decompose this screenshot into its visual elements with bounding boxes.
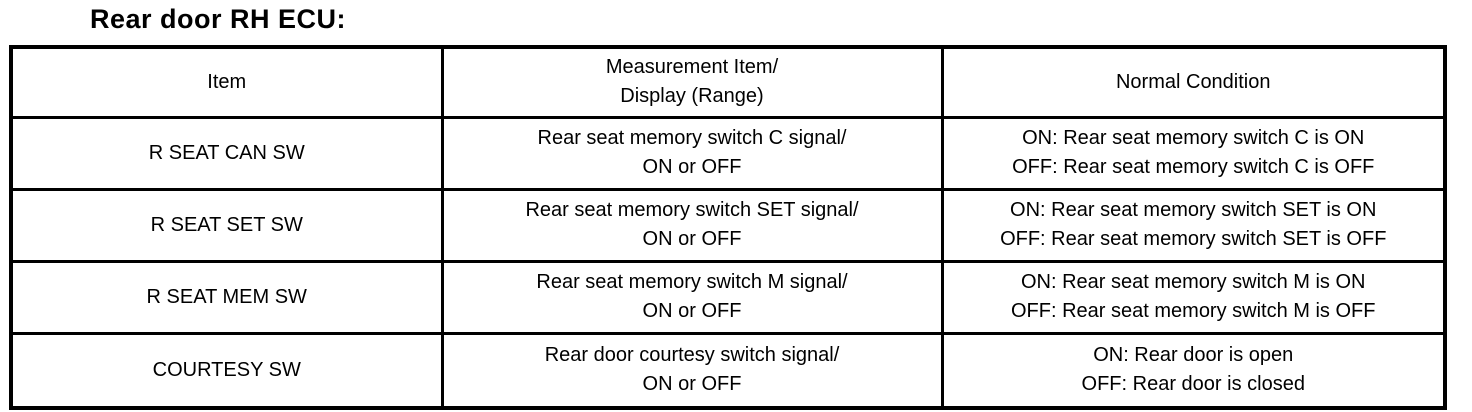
column-header-item: Item	[9, 45, 444, 119]
normal-condition-on: ON: Rear seat memory switch SET is ON	[1010, 199, 1377, 221]
item-label: R SEAT MEM SW	[146, 285, 307, 308]
measurement-cell: Rear seat memory switch C signal/ ON or …	[440, 115, 944, 191]
table-row: R SEAT CAN SW Rear seat memory switch C …	[9, 115, 1447, 191]
column-header-measurement: Measurement Item/ Display (Range)	[440, 45, 944, 119]
measurement-signal: Rear seat memory switch SET signal/	[525, 199, 859, 221]
normal-condition-off: OFF: Rear seat memory switch C is OFF	[1012, 156, 1375, 178]
normal-condition-off: OFF: Rear seat memory switch M is OFF	[1011, 300, 1376, 322]
measurement-cell: Rear seat memory switch M signal/ ON or …	[440, 259, 944, 335]
item-label: COURTESY SW	[152, 358, 301, 381]
item-cell: COURTESY SW	[9, 331, 444, 410]
measurement-range: ON or OFF	[642, 300, 742, 322]
item-label: R SEAT CAN SW	[148, 141, 305, 164]
measurement-cell: Rear seat memory switch SET signal/ ON o…	[440, 187, 944, 263]
normal-condition-cell: ON: Rear seat memory switch M is ON OFF:…	[940, 259, 1447, 335]
item-cell: R SEAT SET SW	[9, 187, 444, 263]
measurement-range: ON or OFF	[642, 373, 742, 396]
normal-condition-off: OFF: Rear seat memory switch SET is OFF	[1000, 228, 1387, 250]
measurement-signal: Rear seat memory switch M signal/	[536, 271, 848, 293]
item-label: R SEAT SET SW	[150, 213, 303, 236]
measurement-range: ON or OFF	[642, 156, 742, 178]
column-header-normal-condition-label: Normal Condition	[1115, 70, 1271, 93]
measurement-cell: Rear door courtesy switch signal/ ON or …	[440, 331, 944, 410]
page-title: Rear door RH ECU:	[90, 4, 347, 34]
normal-condition-on: ON: Rear door is open	[1093, 344, 1294, 367]
column-header-item-label: Item	[207, 70, 247, 93]
column-header-normal-condition: Normal Condition	[940, 45, 1447, 119]
table-row: COURTESY SW Rear door courtesy switch si…	[9, 331, 1447, 410]
table-row: R SEAT SET SW Rear seat memory switch SE…	[9, 187, 1447, 263]
item-cell: R SEAT CAN SW	[9, 115, 444, 191]
normal-condition-cell: ON: Rear seat memory switch SET is ON OF…	[940, 187, 1447, 263]
item-cell: R SEAT MEM SW	[9, 259, 444, 335]
measurement-signal: Rear door courtesy switch signal/	[544, 344, 840, 367]
normal-condition-on: ON: Rear seat memory switch M is ON	[1020, 271, 1366, 293]
measurement-range: ON or OFF	[642, 228, 742, 250]
measurement-signal: Rear seat memory switch C signal/	[537, 127, 847, 149]
normal-condition-cell: ON: Rear door is open OFF: Rear door is …	[940, 331, 1447, 410]
normal-condition-off: OFF: Rear door is closed	[1081, 373, 1305, 396]
normal-condition-cell: ON: Rear seat memory switch C is ON OFF:…	[940, 115, 1447, 191]
ecu-data-table: Item Measurement Item/ Display (Range) N…	[9, 45, 1447, 410]
column-header-measurement-line2: Display (Range)	[620, 85, 764, 108]
normal-condition-on: ON: Rear seat memory switch C is ON	[1022, 127, 1365, 149]
table-header-row: Item Measurement Item/ Display (Range) N…	[9, 45, 1447, 119]
column-header-measurement-line1: Measurement Item/	[605, 56, 779, 79]
table-row: R SEAT MEM SW Rear seat memory switch M …	[9, 259, 1447, 335]
